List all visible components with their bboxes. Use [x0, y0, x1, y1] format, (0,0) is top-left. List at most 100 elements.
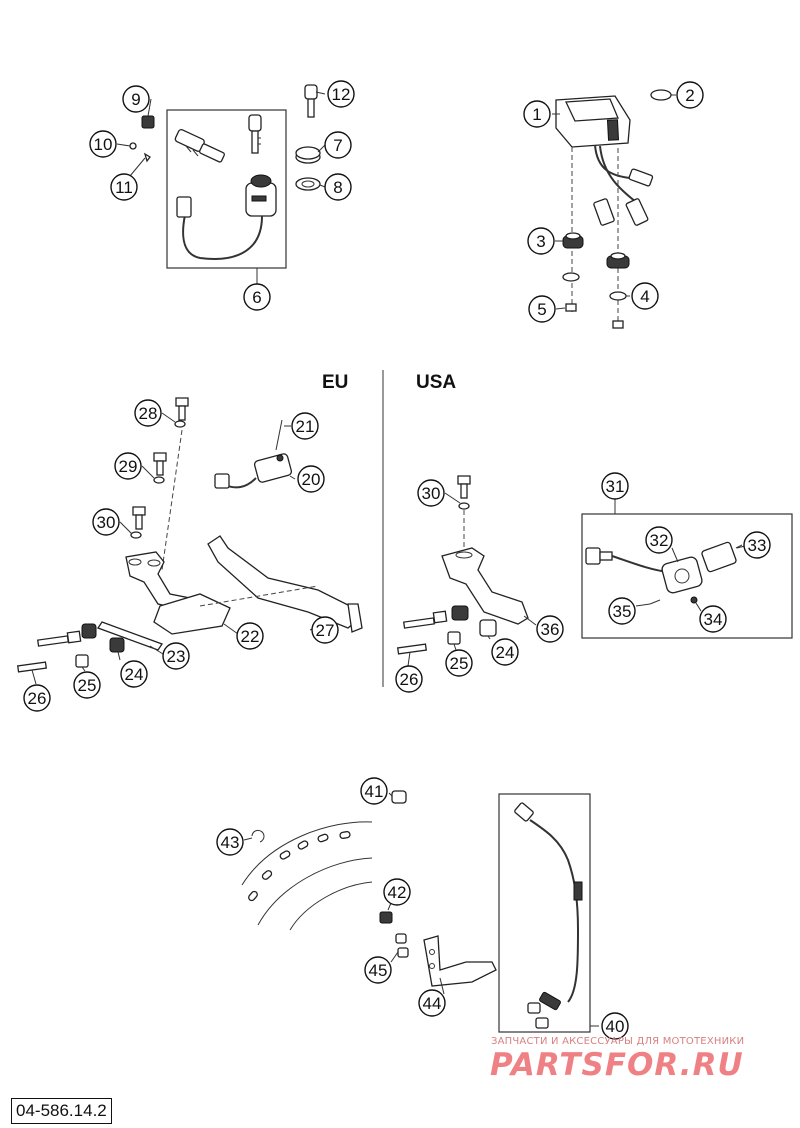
speedometer-group	[555, 89, 672, 329]
svg-text:43: 43	[221, 833, 240, 852]
callout-31: 31	[601, 472, 629, 500]
callout-42: 42	[383, 878, 411, 906]
svg-text:23: 23	[167, 647, 186, 666]
pin-part	[143, 152, 151, 163]
sensor-bracket-part	[423, 935, 497, 987]
sensor-screw-b	[397, 947, 409, 958]
svg-text:41: 41	[365, 782, 384, 801]
svg-text:5: 5	[537, 300, 546, 319]
svg-text:20: 20	[302, 470, 321, 489]
svg-text:33: 33	[748, 536, 767, 555]
svg-text:42: 42	[388, 883, 407, 902]
svg-text:24: 24	[125, 665, 144, 684]
svg-text:44: 44	[423, 994, 442, 1013]
svg-text:45: 45	[369, 961, 388, 980]
ignition-kit-frame	[166, 109, 287, 269]
brake-disc-part	[241, 821, 373, 931]
usa-bracket-group	[396, 475, 529, 655]
svg-text:12: 12	[332, 85, 351, 104]
callout-26-usa: 26	[395, 665, 423, 693]
ignition-connector	[176, 196, 192, 218]
svg-text:25: 25	[78, 676, 97, 695]
callout-5: 5	[528, 295, 556, 323]
lock-cylinder-part	[174, 128, 225, 163]
callout-23: 23	[162, 642, 190, 670]
callout-45: 45	[364, 956, 392, 984]
speed-sensor-group	[241, 790, 591, 1033]
connector-a	[593, 198, 615, 226]
clip-nut-part	[391, 790, 407, 804]
usa-bracket	[441, 547, 529, 625]
svg-text:29: 29	[119, 457, 138, 476]
svg-text:25: 25	[450, 654, 469, 673]
callout-9: 9	[122, 85, 150, 113]
callout-11: 11	[110, 173, 138, 201]
svg-text:1: 1	[532, 105, 541, 124]
washer-left	[562, 272, 580, 282]
callout-4: 4	[631, 282, 659, 310]
svg-text:30: 30	[97, 513, 116, 532]
region-label-eu: EU	[322, 372, 348, 393]
rubber-mount-left	[562, 232, 584, 249]
svg-text:21: 21	[296, 417, 315, 436]
svg-text:35: 35	[613, 602, 632, 621]
watermark-logo: PARTSFOR.RU	[490, 1047, 744, 1083]
callout-43: 43	[216, 828, 244, 856]
eu-bracket-group	[16, 397, 363, 673]
svg-text:26: 26	[400, 670, 419, 689]
connector-b	[625, 198, 649, 226]
ignition-lock-group	[129, 84, 321, 284]
callout-12: 12	[327, 80, 355, 108]
svg-text:27: 27	[316, 621, 335, 640]
callout-44: 44	[418, 989, 446, 1017]
speedometer-part	[555, 95, 631, 148]
callout-25-usa: 25	[445, 649, 473, 677]
callout-30: 30	[92, 508, 120, 536]
eu-support-bar	[207, 535, 361, 629]
svg-text:24: 24	[496, 643, 515, 662]
rubber-cap-part	[650, 89, 672, 101]
circlip-part	[251, 829, 265, 843]
callout-8: 8	[324, 173, 352, 201]
ignition-switch-part	[245, 174, 277, 217]
callout-20: 20	[297, 465, 325, 493]
callout-1: 1	[523, 100, 551, 128]
spare-key-part	[304, 84, 318, 118]
switch-kit-frame	[581, 513, 793, 639]
usa-switch-kit	[581, 498, 793, 639]
washer-right	[609, 291, 627, 301]
callout-2: 2	[676, 81, 704, 109]
nut-right	[612, 320, 624, 329]
region-label-usa: USA	[416, 372, 456, 393]
sensor-nut-part	[379, 911, 393, 924]
svg-text:8: 8	[333, 178, 342, 197]
callout-28: 28	[134, 399, 162, 427]
svg-text:40: 40	[606, 1017, 625, 1036]
callout-21: 21	[291, 412, 319, 440]
callout-33: 33	[743, 531, 771, 559]
sensor-cable-frame	[498, 793, 591, 1033]
svg-text:2: 2	[685, 86, 694, 105]
callout-25: 25	[73, 671, 101, 699]
key-part	[248, 114, 262, 154]
spring-part	[141, 115, 155, 129]
indicator-lamp-part	[253, 453, 293, 483]
svg-text:28: 28	[139, 404, 158, 423]
rubber-mount-right	[606, 252, 630, 269]
svg-text:26: 26	[28, 689, 47, 708]
svg-text:32: 32	[650, 531, 669, 550]
callout-41: 41	[360, 777, 388, 805]
svg-text:10: 10	[94, 135, 113, 154]
svg-text:31: 31	[606, 477, 625, 496]
document-code: 04-586.14.2	[11, 1098, 112, 1124]
eu-rubber-strip	[97, 621, 163, 651]
callout-32: 32	[645, 526, 673, 554]
callout-35: 35	[608, 597, 636, 625]
switch-cover-part	[701, 541, 737, 573]
callout-7: 7	[324, 131, 352, 159]
svg-text:7: 7	[333, 136, 342, 155]
callout-24-usa: 24	[491, 638, 519, 666]
svg-text:22: 22	[241, 627, 260, 646]
callout-22: 22	[236, 622, 264, 650]
